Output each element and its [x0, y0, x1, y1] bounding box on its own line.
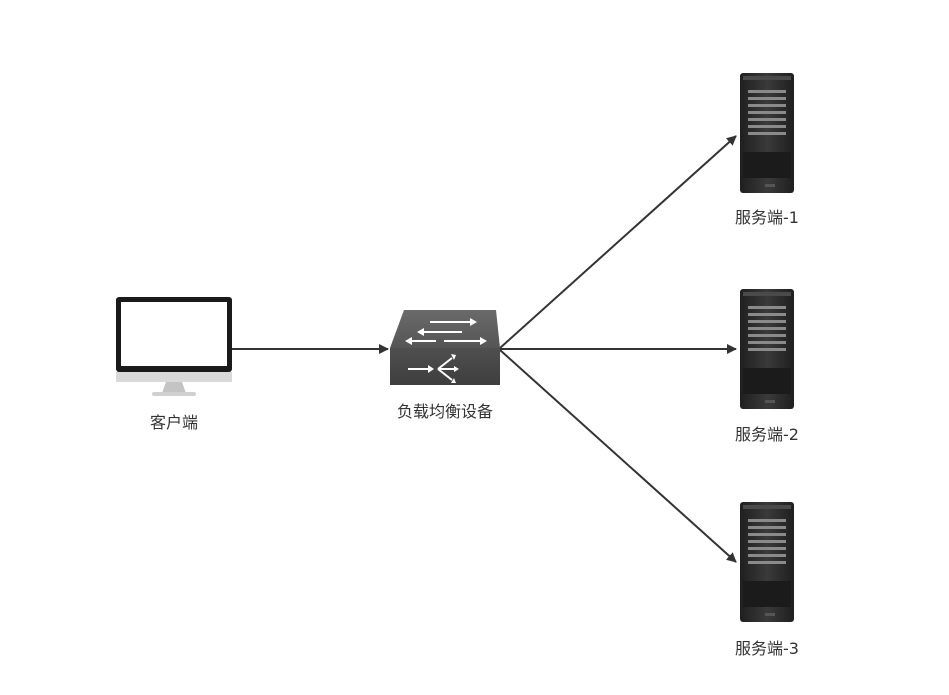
edge-load-balancer-to-server-3 [499, 349, 737, 563]
monitor-icon [116, 297, 232, 396]
server-1-label: 服务端-1 [735, 208, 799, 227]
connectors [232, 135, 737, 563]
client-node[interactable]: 客户端 [116, 297, 232, 432]
server-rack-icon [740, 73, 794, 193]
server-node-3[interactable]: 服务端-3 [735, 502, 799, 658]
server-rack-icon [740, 502, 794, 622]
load-balancer-node[interactable]: 负载均衡设备 [390, 310, 500, 421]
edge-load-balancer-to-server-1 [499, 135, 737, 349]
server-rack-icon [740, 289, 794, 409]
server-3-label: 服务端-3 [735, 639, 799, 658]
server-2-label: 服务端-2 [735, 425, 799, 444]
load-balancer-label: 负载均衡设备 [397, 402, 493, 421]
server-node-1[interactable]: 服务端-1 [735, 73, 799, 227]
client-label: 客户端 [150, 413, 198, 432]
server-node-2[interactable]: 服务端-2 [735, 289, 799, 444]
network-switch-icon [390, 310, 500, 385]
